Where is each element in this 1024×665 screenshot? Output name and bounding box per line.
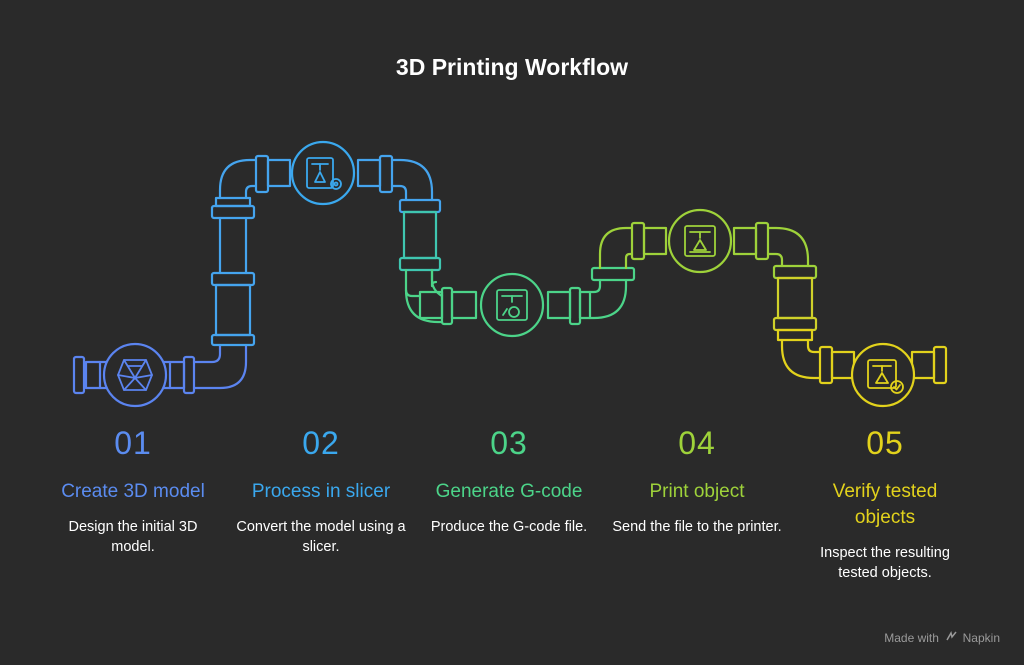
step-description: Send the file to the printer.: [612, 519, 782, 535]
step-number: 03: [490, 425, 528, 461]
step-5: 05 Verify tested objects Inspect the res…: [800, 425, 970, 583]
node-4: [667, 208, 733, 274]
node-1: [102, 342, 168, 408]
made-with-napkin-link[interactable]: Made with Napkin: [884, 631, 1000, 645]
step-description: Produce the G-code file.: [430, 519, 588, 535]
page-title: 3D Printing Workflow: [395, 54, 629, 80]
step-title: Create 3D model: [61, 481, 205, 502]
step-title: Generate G-code: [435, 481, 583, 502]
node-2: [290, 140, 356, 206]
step-3: 03 Generate G-code Produce the G-code fi…: [424, 425, 594, 537]
step-title: Print object: [649, 481, 745, 502]
node-5: [850, 342, 916, 408]
step-description: Design the initial 3D model.: [68, 519, 198, 555]
pipe-segment-3: [404, 266, 636, 326]
step-number: 01: [114, 425, 152, 461]
step-title: Verify tested objects: [832, 481, 938, 528]
step-number: 02: [302, 425, 340, 461]
step-1: 01 Create 3D model Design the initial 3D…: [48, 425, 218, 557]
step-title: Process in slicer: [251, 481, 391, 502]
pipe-riser-2: [398, 210, 442, 272]
step-4: 04 Print object Send the file to the pri…: [612, 425, 782, 537]
step-2: 02 Process in slicer Convert the model u…: [236, 425, 406, 557]
step-number: 04: [678, 425, 716, 461]
napkin-brand-label: Napkin: [962, 631, 1000, 645]
gcode-printer-icon: [496, 289, 528, 321]
made-with-label: Made with: [884, 631, 939, 645]
napkin-logo-icon: [946, 631, 957, 645]
step-description: Convert the model using a slicer.: [236, 519, 406, 555]
3d-model-icon: [117, 359, 153, 391]
slicer-gear-icon: [306, 157, 342, 190]
step-description: Inspect the resulting tested objects.: [820, 545, 950, 581]
node-3: [479, 272, 545, 338]
pipe-riser-5: [772, 276, 818, 332]
step-number: 05: [866, 425, 904, 461]
printer-icon: [684, 225, 716, 257]
pipe-riser-1: [210, 154, 442, 347]
verified-print-icon: [867, 359, 904, 394]
